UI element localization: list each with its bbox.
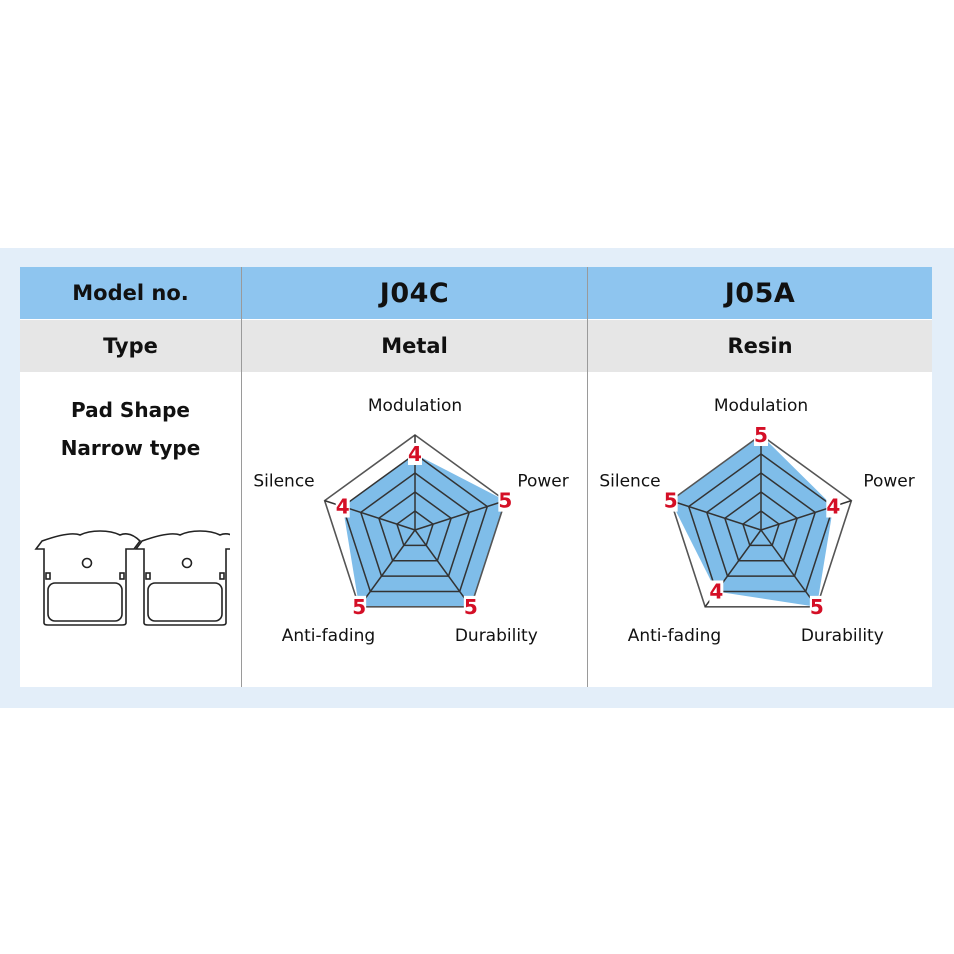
grid-ring (341, 453, 489, 593)
axis-label-durability: Durability (801, 626, 884, 646)
grid-ring (359, 472, 471, 577)
grid-ring (323, 434, 507, 608)
value-label: 5 (352, 595, 366, 619)
column-divider (241, 267, 242, 687)
axis-label-power: Power (517, 472, 568, 492)
grid-spoke (414, 499, 506, 531)
value-label-bg (709, 580, 724, 603)
row-divider (20, 319, 932, 320)
axis-label-modulation: Modulation (714, 396, 808, 416)
value-label-bg (754, 424, 768, 446)
grid-spoke (670, 499, 762, 531)
comparison-table: Model no. J04C J05A Type Metal Resin Pad… (20, 267, 932, 687)
value-label: 5 (754, 423, 768, 447)
pad-shape-label: Pad Shape Narrow type (20, 391, 241, 467)
axis-label-silence: Silence (253, 472, 314, 492)
value-label-bg (335, 495, 350, 518)
type-label: Type (20, 319, 241, 372)
grid-ring (669, 434, 853, 608)
value-label-bg (826, 495, 841, 518)
pad-shape-subtitle: Narrow type (60, 436, 201, 460)
value-label: 4 (826, 495, 840, 519)
axis-label-modulation: Modulation (368, 396, 462, 416)
grid-ring (687, 453, 835, 593)
model-j04c: J04C (242, 267, 587, 319)
pad-shape-title: Pad Shape (71, 398, 190, 422)
model-label: Model no. (20, 267, 241, 319)
data-area (342, 454, 506, 607)
brake-pad-icon (134, 530, 230, 626)
type-metal: Metal (242, 319, 587, 372)
grid-spoke (760, 529, 818, 608)
value-label: 5 (498, 489, 512, 513)
axis-label-anti-fading: Anti-fading (628, 626, 721, 646)
type-resin: Resin (588, 319, 932, 372)
grid-spoke (414, 529, 472, 608)
axis-label-durability: Durability (455, 626, 538, 646)
value-label-bg (809, 595, 824, 618)
grid-ring (377, 491, 453, 562)
axis-label-anti-fading: Anti-fading (282, 626, 375, 646)
value-label: 5 (464, 595, 478, 619)
value-label-bg (352, 595, 367, 618)
grid-ring (705, 472, 817, 577)
column-divider (587, 267, 588, 687)
brake-pad-icon (34, 530, 142, 626)
value-label: 4 (336, 495, 350, 519)
pad-illustration (34, 530, 230, 626)
value-label: 5 (664, 489, 678, 513)
value-label-bg (408, 443, 422, 465)
value-label-bg (463, 595, 478, 618)
value-label-bg (498, 489, 513, 512)
value-label-bg (663, 489, 678, 512)
value-label: 4 (408, 442, 422, 466)
grid-ring (396, 510, 434, 547)
data-area (670, 435, 834, 607)
value-label: 4 (709, 579, 723, 603)
value-label: 5 (810, 595, 824, 619)
grid-ring (723, 491, 799, 562)
axis-label-silence: Silence (599, 472, 660, 492)
model-j05a: J05A (588, 267, 932, 319)
grid-ring (742, 510, 780, 547)
axis-label-power: Power (863, 472, 914, 492)
grid-spoke (358, 529, 416, 608)
